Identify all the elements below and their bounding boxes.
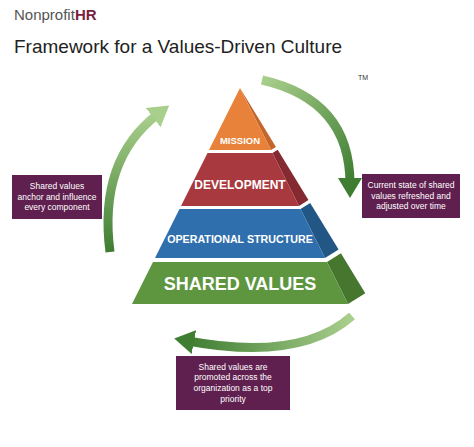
callout-box: Current state of shared values refreshed… xyxy=(362,174,460,218)
callout-box: Shared values anchor and influence every… xyxy=(12,175,102,219)
pyramid-band: OPERATIONAL STRUCTURE xyxy=(155,209,325,258)
band-face xyxy=(132,262,348,304)
band-label: MISSION xyxy=(220,136,260,146)
band-label: SHARED VALUES xyxy=(164,275,317,295)
callout-text: Current state of shared values refreshed… xyxy=(367,180,455,212)
band-face xyxy=(181,153,299,206)
pyramid-band: SHARED VALUES xyxy=(132,262,348,304)
cycle-arrow xyxy=(108,114,158,252)
trademark-mark: TM xyxy=(358,74,368,81)
logo-text: HR xyxy=(75,6,97,23)
callout-text: Shared values anchor and influence every… xyxy=(17,181,97,213)
diagram-title: Framework for a Values-Driven Culture xyxy=(14,36,342,58)
pyramid-band: MISSION xyxy=(209,88,271,150)
callout-box: Shared values are promoted across the or… xyxy=(176,356,290,411)
band-face xyxy=(209,88,271,150)
cycle-arrow xyxy=(188,316,352,348)
band-face xyxy=(155,209,325,258)
band-label: OPERATIONAL STRUCTURE xyxy=(167,234,313,246)
band-label: DEVELOPMENT xyxy=(194,179,285,192)
callout-text: Shared values are promoted across the or… xyxy=(181,362,285,405)
pyramid-band: DEVELOPMENT xyxy=(181,153,299,206)
logo-text: Nonprofit xyxy=(14,6,75,23)
